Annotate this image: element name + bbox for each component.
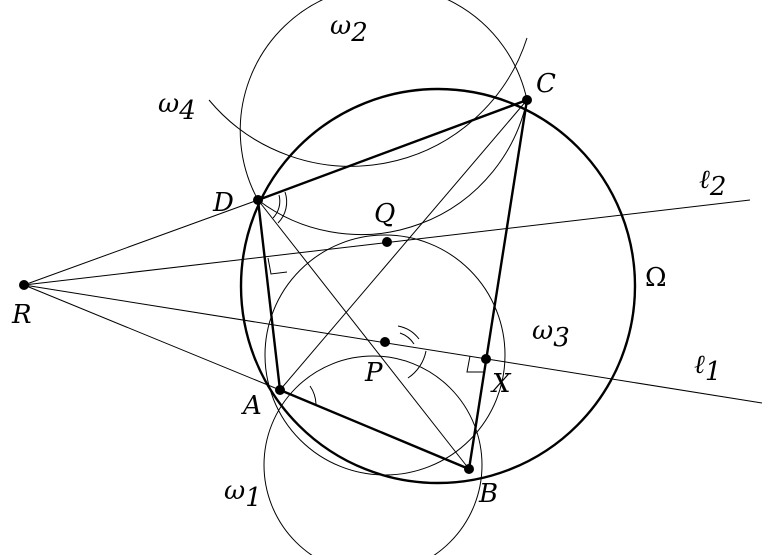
right-angle-mark-X <box>466 355 483 373</box>
right-angle-mark-Q <box>267 257 288 275</box>
arc-DQC <box>257 99 528 236</box>
angle-arc-D-inner <box>272 194 281 219</box>
line-ell1 <box>23 284 763 404</box>
point-P <box>380 337 390 347</box>
label-ell1: ℓ1 <box>694 350 721 387</box>
label-D: D <box>212 188 234 218</box>
label-B: B <box>478 479 498 509</box>
point-Q <box>382 237 392 247</box>
label-omega4: ω4 <box>158 89 196 126</box>
point-D <box>253 195 263 205</box>
angle-arc-P-inner <box>399 332 415 345</box>
label-ell2: ℓ2 <box>699 165 726 202</box>
circle-omega3 <box>264 234 506 476</box>
label-A: A <box>241 391 262 421</box>
circle-Omega <box>239 87 637 485</box>
circle-omega2 <box>239 0 528 201</box>
diagonal-AC <box>279 99 528 391</box>
label-Omega: Ω <box>645 263 667 293</box>
label-omega3: ω3 <box>532 316 570 353</box>
point-A <box>275 385 285 395</box>
angle-arc-A <box>309 385 317 405</box>
circle-omega1 <box>263 355 483 560</box>
point-B <box>464 464 474 474</box>
label-R: R <box>11 300 32 330</box>
label-omega1: ω1 <box>224 476 262 513</box>
label-Q: Q <box>374 199 395 229</box>
segment-RA <box>23 284 281 391</box>
point-C <box>522 95 532 105</box>
label-X: X <box>490 369 512 399</box>
angle-arc-P-outer <box>397 325 420 340</box>
label-C: C <box>536 69 556 99</box>
angle-arc-P-lower <box>407 350 427 379</box>
point-X <box>481 354 491 364</box>
point-R <box>19 280 29 290</box>
angle-arc-D-outer <box>277 191 288 224</box>
label-P: P <box>364 358 383 388</box>
label-omega2: ω2 <box>330 11 368 48</box>
segment-RD <box>23 199 259 286</box>
circle-omega4 <box>208 37 528 167</box>
quadrilateral-ABCD <box>256 98 529 471</box>
diagonal-BD <box>257 199 470 470</box>
